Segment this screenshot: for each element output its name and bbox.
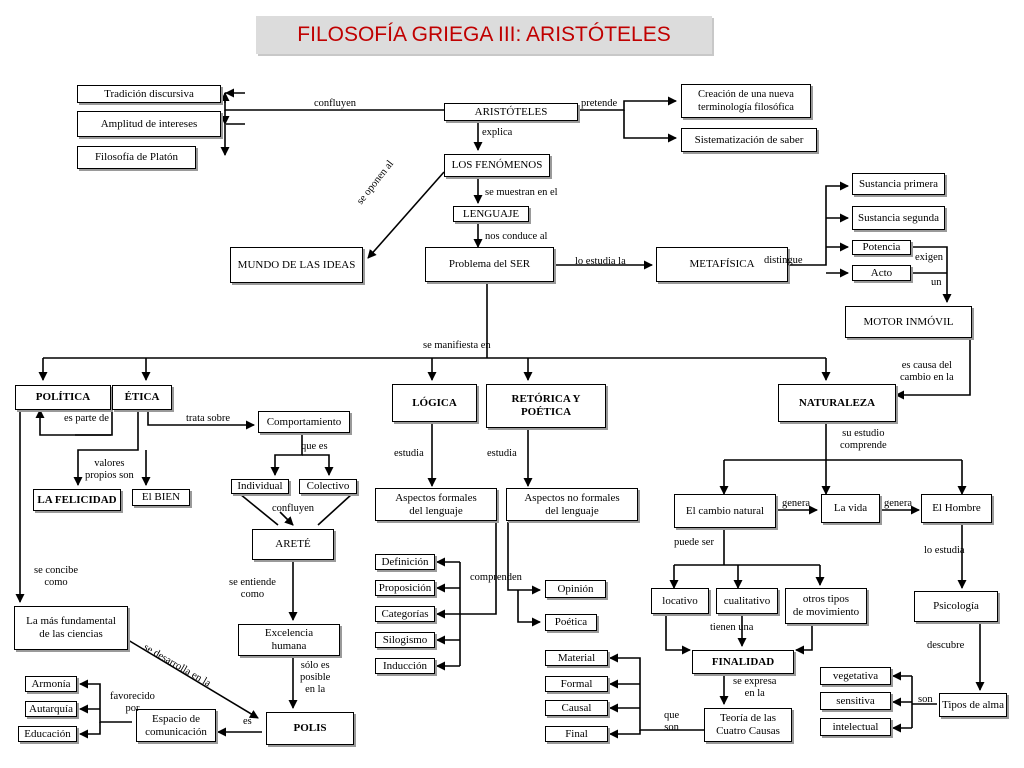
link-valores-propios: valores propios son	[85, 458, 134, 481]
node-comportamiento: Comportamiento	[258, 411, 350, 433]
node-etica: ÉTICA	[112, 385, 172, 410]
link-se-entiende: se entiende como	[229, 577, 276, 600]
node-sustancia-primera: Sustancia primera	[852, 173, 945, 195]
node-finalidad: FINALIDAD	[692, 650, 794, 674]
link-un: un	[931, 277, 942, 288]
node-cambio-natural: El cambio natural	[674, 494, 776, 528]
link-trata-sobre: trata sobre	[186, 413, 231, 424]
link-estudia-logica: estudia	[394, 448, 424, 459]
node-definicion: Definición	[375, 554, 435, 570]
node-acto: Acto	[852, 265, 911, 281]
link-descubre: descubre	[927, 640, 965, 651]
node-otros-tipos-movimiento: otros tipos de movimiento	[785, 588, 867, 624]
node-problema-ser: Problema del SER	[425, 247, 554, 282]
link-pretende: pretende	[581, 98, 618, 109]
node-el-hombre: El Hombre	[921, 494, 992, 523]
link-solo-es-posible: sólo es posible en la	[300, 660, 331, 695]
node-potencia: Potencia	[852, 240, 911, 255]
node-logica: LÓGICA	[392, 384, 477, 422]
node-metafisica: METAFÍSICA	[656, 247, 788, 282]
node-creacion-terminologia: Creación de una nueva terminología filos…	[681, 84, 811, 118]
node-material: Material	[545, 650, 608, 666]
link-comprenden: comprenden	[470, 572, 522, 583]
node-silogismo: Silogismo	[375, 632, 435, 648]
node-intelectual: intelectual	[820, 718, 891, 736]
link-genera-hombre: genera	[884, 498, 912, 509]
node-final: Final	[545, 726, 608, 742]
node-amplitud-intereses: Amplitud de intereses	[77, 111, 221, 137]
node-lenguaje: LENGUAJE	[453, 206, 529, 222]
link-se-manifiesta: se manifiesta en	[423, 340, 491, 351]
node-armonia: Armonía	[25, 676, 77, 692]
node-aristoteles: ARISTÓTELES	[444, 103, 578, 121]
link-genera-vida: genera	[782, 498, 810, 509]
node-naturaleza: NATURALEZA	[778, 384, 896, 422]
link-distingue: distingue	[764, 255, 803, 266]
node-teoria-cuatro-causas: Teoría de las Cuatro Causas	[704, 708, 792, 742]
node-filosofia-platon: Filosofía de Platón	[77, 146, 196, 169]
link-puede-ser: puede ser	[674, 537, 714, 548]
node-sustancia-segunda: Sustancia segunda	[852, 206, 945, 230]
node-los-fenomenos: LOS FENÓMENOS	[444, 154, 550, 177]
node-educacion: Educación	[18, 726, 77, 742]
link-se-expresa: se expresa en la	[733, 676, 777, 699]
node-el-bien: El BIEN	[132, 489, 190, 506]
node-vegetativa: vegetativa	[820, 667, 891, 685]
node-categorias: Categorías	[375, 606, 435, 622]
node-locativo: locativo	[651, 588, 709, 614]
link-que-es: que es	[301, 441, 328, 452]
node-arete: ARETÉ	[252, 529, 334, 560]
node-sistematizacion-saber: Sistematización de saber	[681, 128, 817, 152]
link-lo-estudia-la: lo estudia la	[575, 256, 626, 267]
node-induccion: Inducción	[375, 658, 435, 674]
link-tienen-una: tienen una	[710, 622, 754, 633]
link-se-concibe: se concibe como	[34, 565, 79, 588]
link-es-causa: es causa del cambio en la	[900, 360, 954, 383]
link-confluyen: confluyen	[314, 98, 356, 109]
node-aspectos-no-formales: Aspectos no formales del lenguaje	[506, 488, 638, 521]
node-proposicion: Proposición	[375, 580, 435, 596]
node-poetica: Poética	[545, 614, 597, 631]
node-mundo-ideas: MUNDO DE LAS IDEAS	[230, 247, 363, 283]
link-nos-conduce: nos conduce al	[485, 231, 548, 242]
node-formal: Formal	[545, 676, 608, 692]
node-retorica-poetica: RETÓRICA Y POÉTICA	[486, 384, 606, 428]
node-causal: Causal	[545, 700, 608, 716]
node-ciencia-fundamental: La más fundamental de las ciencias	[14, 606, 128, 650]
node-politica: POLÍTICA	[15, 385, 111, 410]
node-opinion: Opinión	[545, 580, 606, 598]
node-individual: Individual	[231, 479, 289, 494]
node-motor-inmovil: MOTOR INMÓVIL	[845, 306, 972, 338]
node-espacio-comunicacion: Espacio de comunicación	[136, 709, 216, 742]
link-que-son: que son	[664, 710, 680, 733]
node-excelencia-humana: Excelencia humana	[238, 624, 340, 656]
link-estudia-retorica: estudia	[487, 448, 517, 459]
page-title: FILOSOFÍA GRIEGA III: ARISTÓTELES	[256, 16, 712, 54]
link-es: es	[243, 716, 252, 727]
node-colectivo: Colectivo	[299, 479, 357, 494]
node-psicologia: Psicología	[914, 591, 998, 622]
node-la-vida: La vida	[821, 494, 880, 523]
link-es-parte-de: es parte de	[64, 413, 109, 424]
link-son: son	[918, 694, 933, 705]
link-favorecido-por: favorecido por	[110, 691, 155, 714]
node-aspectos-formales: Aspectos formales del lenguaje	[375, 488, 497, 521]
node-sensitiva: sensitiva	[820, 692, 891, 710]
node-tradicion-discursiva: Tradición discursiva	[77, 85, 221, 103]
node-cualitativo: cualitativo	[716, 588, 778, 614]
link-exigen: exigen	[915, 252, 943, 263]
link-se-muestran: se muestran en el	[485, 187, 558, 198]
node-la-felicidad: LA FELICIDAD	[33, 489, 121, 511]
node-polis: POLIS	[266, 712, 354, 745]
node-tipos-alma: Tipos de alma	[939, 693, 1007, 717]
link-explica: explica	[482, 127, 513, 138]
node-autarquia: Autarquía	[25, 701, 77, 717]
link-lo-estudia: lo estudia	[924, 545, 965, 556]
link-su-estudio: su estudio comprende	[840, 428, 887, 451]
link-confluyen-arete: confluyen	[272, 503, 314, 514]
